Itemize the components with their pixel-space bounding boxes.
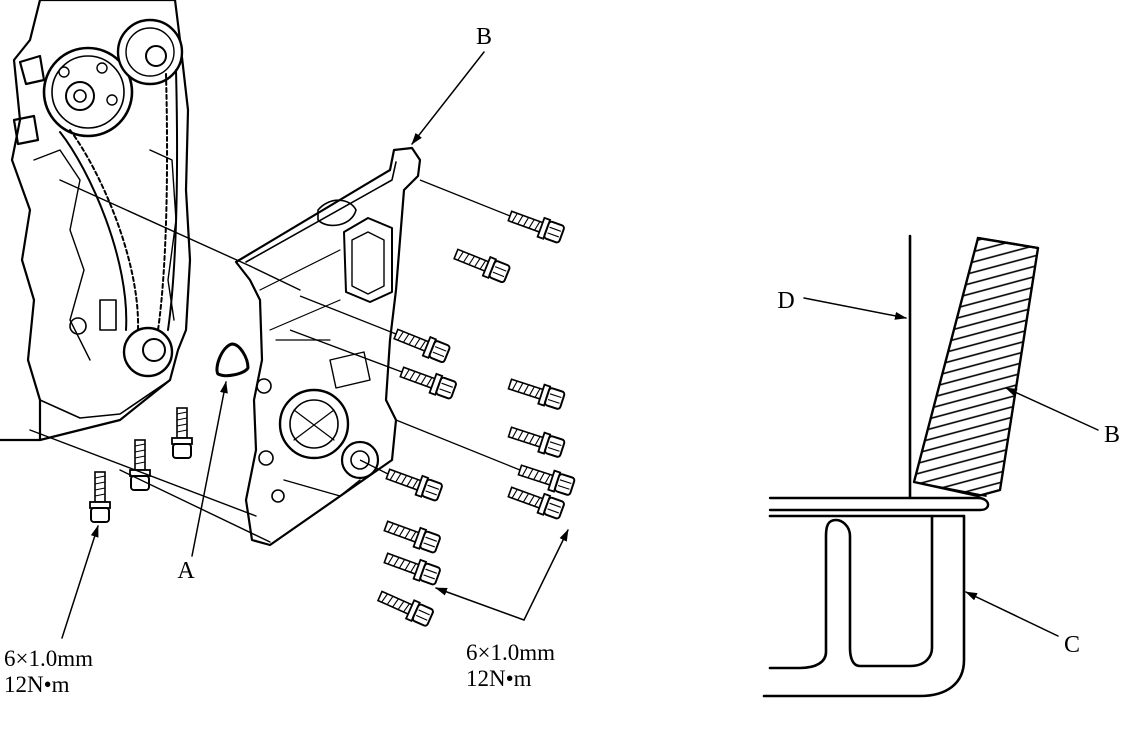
chain-case-cover bbox=[234, 146, 422, 547]
callout-d: D bbox=[777, 288, 794, 314]
section-detail bbox=[762, 234, 1040, 698]
left-bolt-torque: 12N•m bbox=[4, 672, 70, 697]
cover-bolts bbox=[289, 179, 577, 629]
idler-sprocket bbox=[116, 18, 184, 86]
assembly-lines bbox=[29, 179, 301, 543]
callout-c: C bbox=[1064, 632, 1080, 658]
callout-b-right: B bbox=[1104, 422, 1120, 448]
left-bolt-size: 6×1.0mm bbox=[4, 646, 93, 671]
right-bolt-size: 6×1.0mm bbox=[466, 640, 555, 665]
right-bolt-torque: 12N•m bbox=[466, 666, 532, 691]
left-bolts bbox=[89, 407, 193, 523]
leader-lines-left bbox=[61, 51, 569, 639]
timing-chain bbox=[59, 69, 179, 335]
leader-lines-right bbox=[803, 297, 1099, 637]
callout-a: A bbox=[177, 558, 195, 584]
crankshaft-sprocket bbox=[122, 326, 174, 378]
o-ring bbox=[215, 342, 250, 378]
camshaft-sprocket bbox=[42, 46, 134, 138]
engine-block bbox=[0, 0, 192, 442]
callout-b-top: B bbox=[476, 24, 492, 50]
